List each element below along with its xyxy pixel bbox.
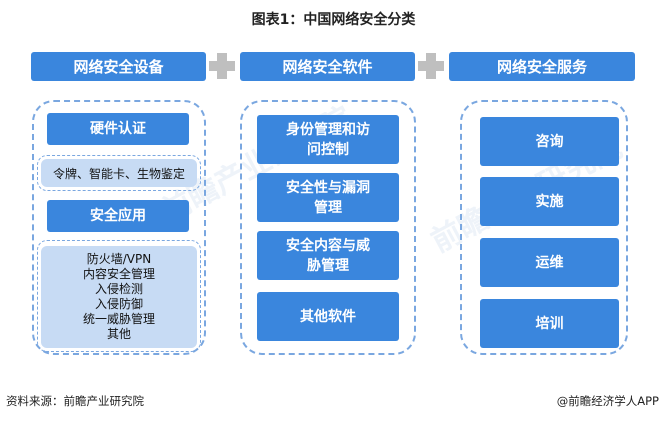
- hardware-auth-box: 硬件认证: [47, 113, 189, 145]
- software-item-threat: 安全内容与威胁管理: [257, 231, 399, 280]
- list-item: 入侵防御: [94, 297, 143, 311]
- security-app-box: 安全应用: [47, 200, 189, 232]
- services-panel: [460, 100, 628, 355]
- hardware-auth-detail: 令牌、智能卡、生物鉴定: [41, 159, 197, 187]
- list-item: 内容安全管理: [82, 267, 155, 281]
- software-item-identity: 身份管理和访问控制: [257, 115, 399, 164]
- plus-icon: [209, 53, 235, 79]
- service-consulting: 咨询: [480, 117, 619, 166]
- hardware-auth-detail-frame: [37, 155, 201, 191]
- security-app-list-frame: [37, 240, 201, 352]
- service-training: 培训: [480, 299, 619, 348]
- source-note: 资料来源：前瞻产业研究院: [6, 394, 144, 408]
- service-operations: 运维: [480, 238, 619, 287]
- service-implementation: 实施: [480, 177, 619, 226]
- list-item: 其他: [106, 327, 131, 341]
- devices-panel: [32, 100, 206, 355]
- software-item-vulnerability: 安全性与漏洞管理: [257, 173, 399, 222]
- plus-icon: [418, 53, 444, 79]
- software-panel: [240, 100, 416, 355]
- list-item: 入侵检测: [94, 282, 143, 296]
- header-devices: 网络安全设备: [31, 52, 206, 81]
- security-app-list: 防火墙/VPN 内容安全管理 入侵检测 入侵防御 统一威胁管理 其他: [41, 246, 197, 348]
- list-item: 统一威胁管理: [82, 312, 155, 326]
- header-software: 网络安全软件: [240, 52, 415, 81]
- figure-title: 图表1：中国网络安全分类: [251, 12, 416, 28]
- list-item: 防火墙/VPN: [86, 252, 152, 266]
- software-item-other: 其他软件: [257, 292, 399, 341]
- header-services: 网络安全服务: [449, 52, 635, 81]
- brand-credit: @前瞻经济学人APP: [556, 394, 659, 408]
